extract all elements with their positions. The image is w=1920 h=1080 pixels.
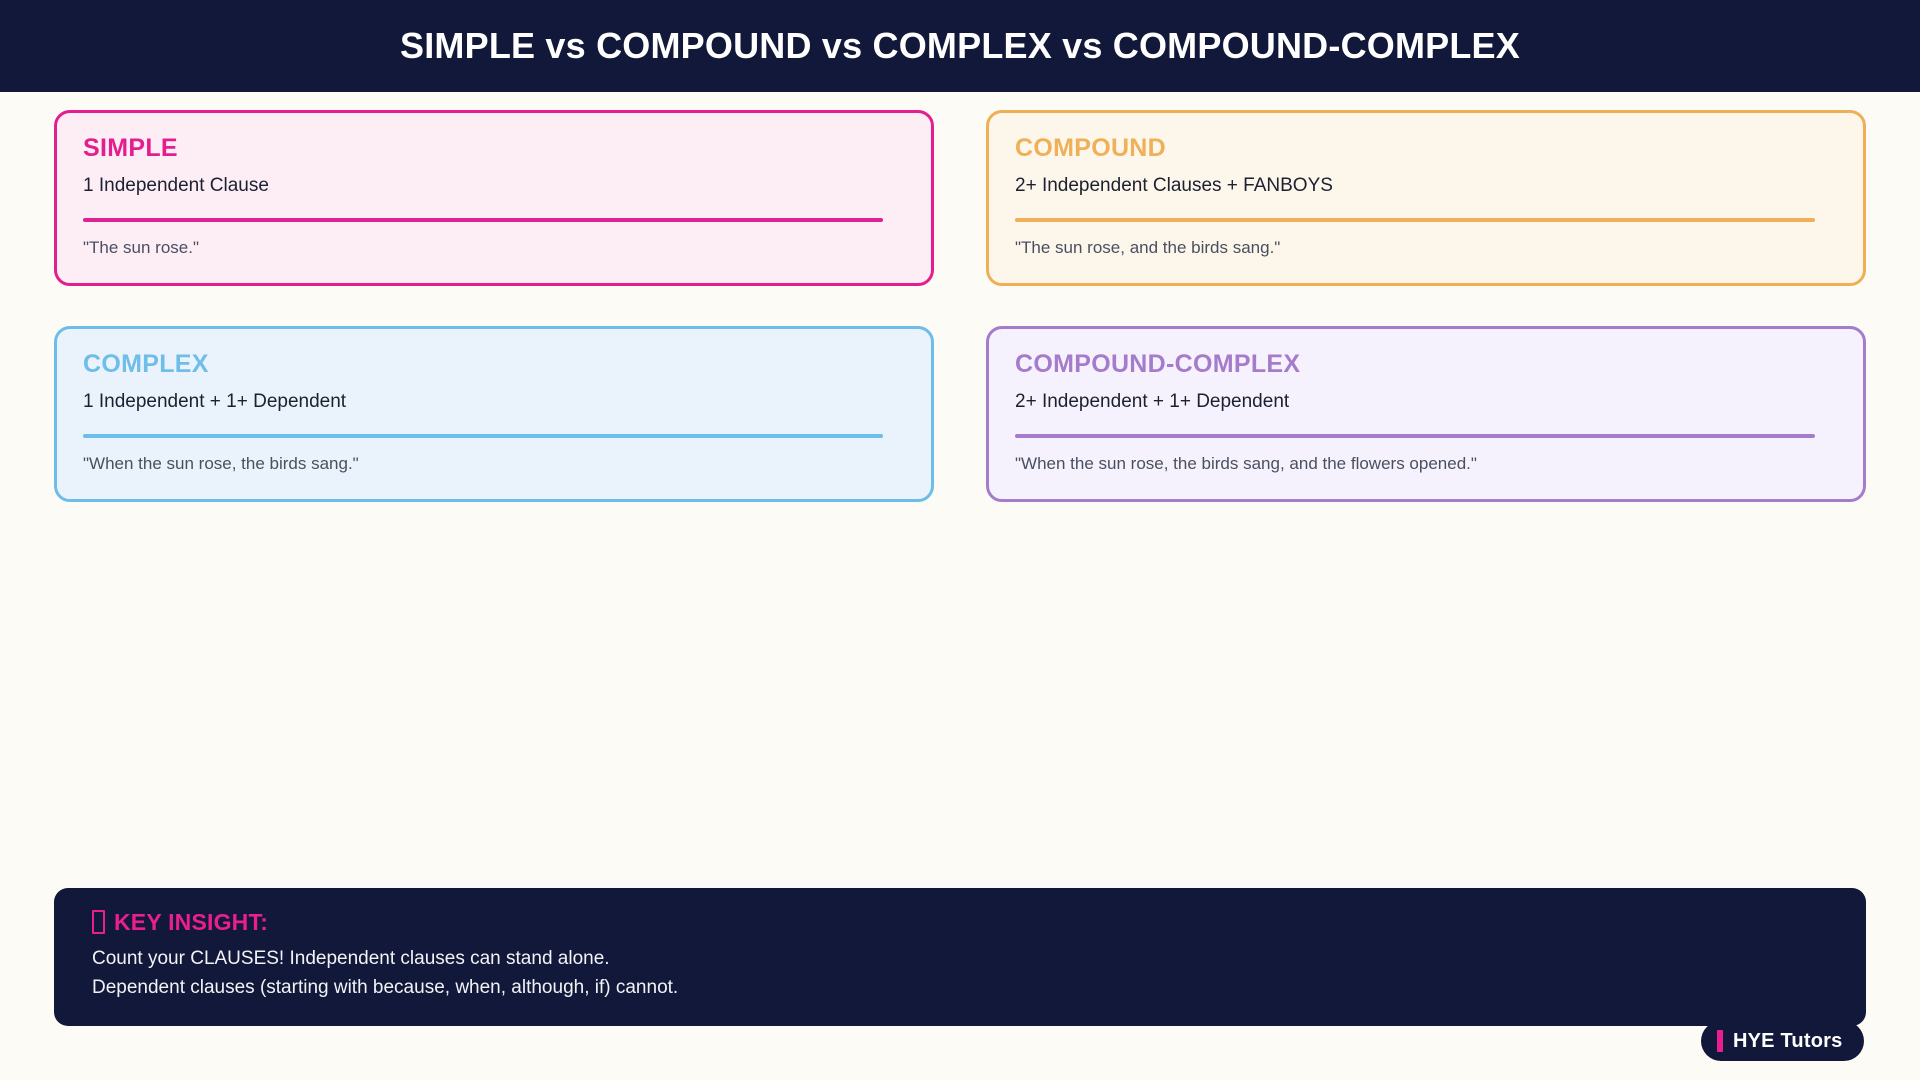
card-compound-complex-title: COMPOUND-COMPLEX <box>1015 350 1301 378</box>
key-insight-heading-label: KEY INSIGHT: <box>114 908 269 935</box>
card-simple-example: "The sun rose." <box>83 238 200 258</box>
card-compound-title: COMPOUND <box>1015 134 1167 162</box>
card-simple-description: 1 Independent Clause <box>83 175 269 197</box>
key-insight-panel: KEY INSIGHT: Count your CLAUSES! Indepen… <box>54 888 1866 1026</box>
card-simple-divider <box>83 218 883 223</box>
card-compound-divider <box>1015 218 1815 223</box>
card-simple: SIMPLE 1 Independent Clause "The sun ros… <box>54 110 934 286</box>
missing-glyph-box-icon <box>92 910 105 934</box>
card-compound-description: 2+ Independent Clauses + FANBOYS <box>1015 175 1333 197</box>
card-complex-example: "When the sun rose, the birds sang." <box>83 454 359 474</box>
header-bar: SIMPLE vs COMPOUND vs COMPLEX vs COMPOUN… <box>0 0 1920 92</box>
key-insight-line-2: Dependent clauses (starting with because… <box>92 977 679 999</box>
brand-name: HYE Tutors <box>1733 1030 1843 1052</box>
card-compound-complex-divider <box>1015 434 1815 439</box>
card-complex-divider <box>83 434 883 439</box>
card-complex-title: COMPLEX <box>83 350 209 378</box>
card-compound-complex-description: 2+ Independent + 1+ Dependent <box>1015 391 1290 413</box>
key-insight-line-1: Count your CLAUSES! Independent clauses … <box>92 948 610 969</box>
card-simple-title: SIMPLE <box>83 134 178 162</box>
card-complex: COMPLEX 1 Independent + 1+ Dependent "Wh… <box>54 326 934 502</box>
card-compound-complex-example: "When the sun rose, the birds sang, and … <box>1015 454 1477 474</box>
brand-badge: HYE Tutors <box>1701 1021 1865 1061</box>
brand-accent-bar-icon <box>1717 1030 1723 1052</box>
card-complex-description: 1 Independent + 1+ Dependent <box>83 391 347 413</box>
card-compound: COMPOUND 2+ Independent Clauses + FANBOY… <box>986 110 1866 286</box>
card-compound-complex: COMPOUND-COMPLEX 2+ Independent + 1+ Dep… <box>986 326 1866 502</box>
key-insight-heading: KEY INSIGHT: <box>92 910 1828 934</box>
sentence-type-card-grid: SIMPLE 1 Independent Clause "The sun ros… <box>54 110 1866 550</box>
page-title: SIMPLE vs COMPOUND vs COMPLEX vs COMPOUN… <box>400 25 1520 66</box>
card-compound-example: "The sun rose, and the birds sang." <box>1015 238 1281 258</box>
